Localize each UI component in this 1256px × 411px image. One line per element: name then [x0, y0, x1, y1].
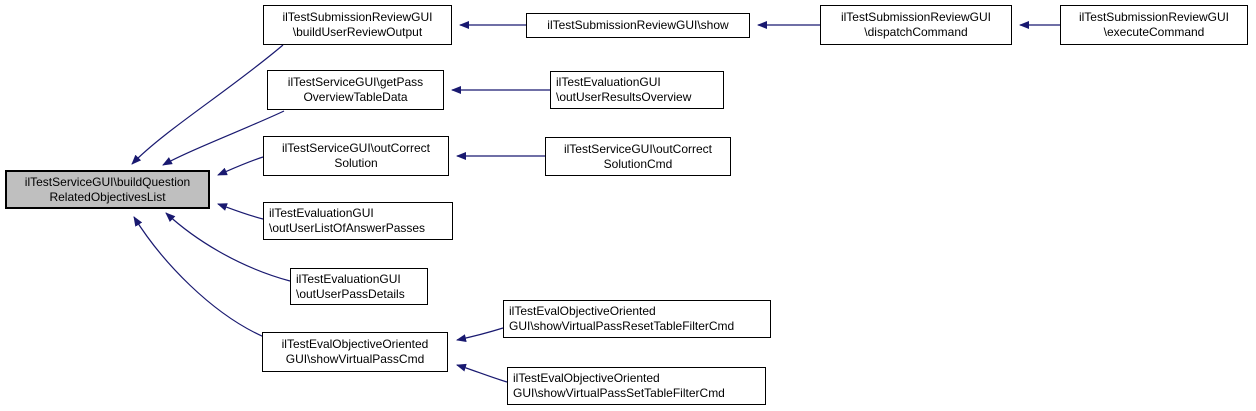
node-show[interactable]: ilTestSubmissionReviewGUI\show	[526, 13, 750, 38]
node-label-line: ilTestSubmissionReviewGUI	[1078, 10, 1230, 24]
node-label-line: GUI\showVirtualPassCmd	[285, 352, 425, 366]
node-show-virtual-pass-set-table-filter-cmd[interactable]: ilTestEvalObjectiveOriented GUI\showVirt…	[507, 367, 766, 405]
node-label-line: \outUserListOfAnswerPasses	[269, 221, 426, 235]
edge-settablefiltercmd-to-showvirtualpasscmd	[456, 363, 508, 383]
node-label-line: OverviewTableData	[303, 90, 408, 104]
node-label-line: ilTestEvalObjectiveOriented	[281, 337, 429, 351]
node-label-line: ilTestEvalObjectiveOriented	[513, 371, 660, 385]
node-out-user-pass-details[interactable]: ilTestEvaluationGUI \outUserPassDetails	[290, 268, 428, 305]
node-label-line: GUI\showVirtualPassResetTableFilterCmd	[509, 319, 735, 333]
node-show-virtual-pass-reset-table-filter-cmd[interactable]: ilTestEvalObjectiveOriented GUI\showVirt…	[503, 300, 771, 338]
edge-showvirtualpasscmd-to-main	[133, 216, 265, 338]
node-label-line: ilTestSubmissionReviewGUI	[282, 10, 433, 24]
node-label-line: ilTestServiceGUI\outCorrect	[563, 141, 713, 156]
node-label-line: GUI\showVirtualPassSetTableFilterCmd	[513, 386, 725, 400]
node-build-question-related-objectives-list: ilTestServiceGUI\buildQuestion RelatedOb…	[5, 170, 210, 209]
node-label-line: ilTestServiceGUI\outCorrect	[281, 141, 431, 155]
node-label-line: ilTestEvaluationGUI	[296, 271, 401, 286]
node-label-line: ilTestServiceGUI\getPass	[287, 75, 424, 89]
node-label-line: Solution	[334, 156, 378, 170]
node-out-correct-solution[interactable]: ilTestServiceGUI\outCorrect Solution	[263, 136, 449, 176]
node-label-line: ilTestSubmissionReviewGUI	[840, 10, 992, 24]
node-execute-command[interactable]: ilTestSubmissionReviewGUI \executeComman…	[1060, 5, 1248, 45]
node-label-line: SolutionCmd	[603, 156, 673, 171]
node-label-line: ilTestEvalObjectiveOriented	[509, 304, 656, 318]
node-get-pass-overview-table-data[interactable]: ilTestServiceGUI\getPass OverviewTableDa…	[267, 70, 444, 110]
node-label-line: \dispatchCommand	[864, 25, 968, 39]
node-label-line: ilTestServiceGUI\buildQuestion	[24, 174, 191, 189]
node-label-line: \executeCommand	[1103, 25, 1205, 39]
node-dispatch-command[interactable]: ilTestSubmissionReviewGUI \dispatchComma…	[820, 5, 1012, 45]
node-label-line: \outUserResultsOverview	[556, 90, 692, 104]
node-out-correct-solution-cmd[interactable]: ilTestServiceGUI\outCorrect SolutionCmd	[545, 137, 731, 176]
edge-outcorrectsolution-to-main	[217, 156, 264, 176]
node-label-line: \outUserPassDetails	[296, 286, 405, 301]
node-label-line: RelatedObjectivesList	[49, 189, 166, 204]
edge-builduserreviewoutput-to-main	[131, 44, 284, 165]
node-label-line: ilTestSubmissionReviewGUI\show	[547, 18, 729, 32]
node-label-line: ilTestEvaluationGUI	[556, 75, 661, 89]
edge-outuserlist-to-main	[217, 203, 264, 220]
node-label-line: ilTestEvaluationGUI	[269, 206, 374, 220]
edge-resettablefiltercmd-to-showvirtualpasscmd	[456, 327, 504, 343]
node-label-line: \buildUserReviewOutput	[292, 25, 423, 39]
node-out-user-list-of-answer-passes[interactable]: ilTestEvaluationGUI \outUserListOfAnswer…	[263, 202, 453, 240]
node-show-virtual-pass-cmd[interactable]: ilTestEvalObjectiveOriented GUI\showVirt…	[262, 332, 448, 372]
node-out-user-results-overview[interactable]: ilTestEvaluationGUI \outUserResultsOverv…	[550, 71, 724, 109]
node-build-user-review-output[interactable]: ilTestSubmissionReviewGUI \buildUserRevi…	[263, 5, 452, 45]
